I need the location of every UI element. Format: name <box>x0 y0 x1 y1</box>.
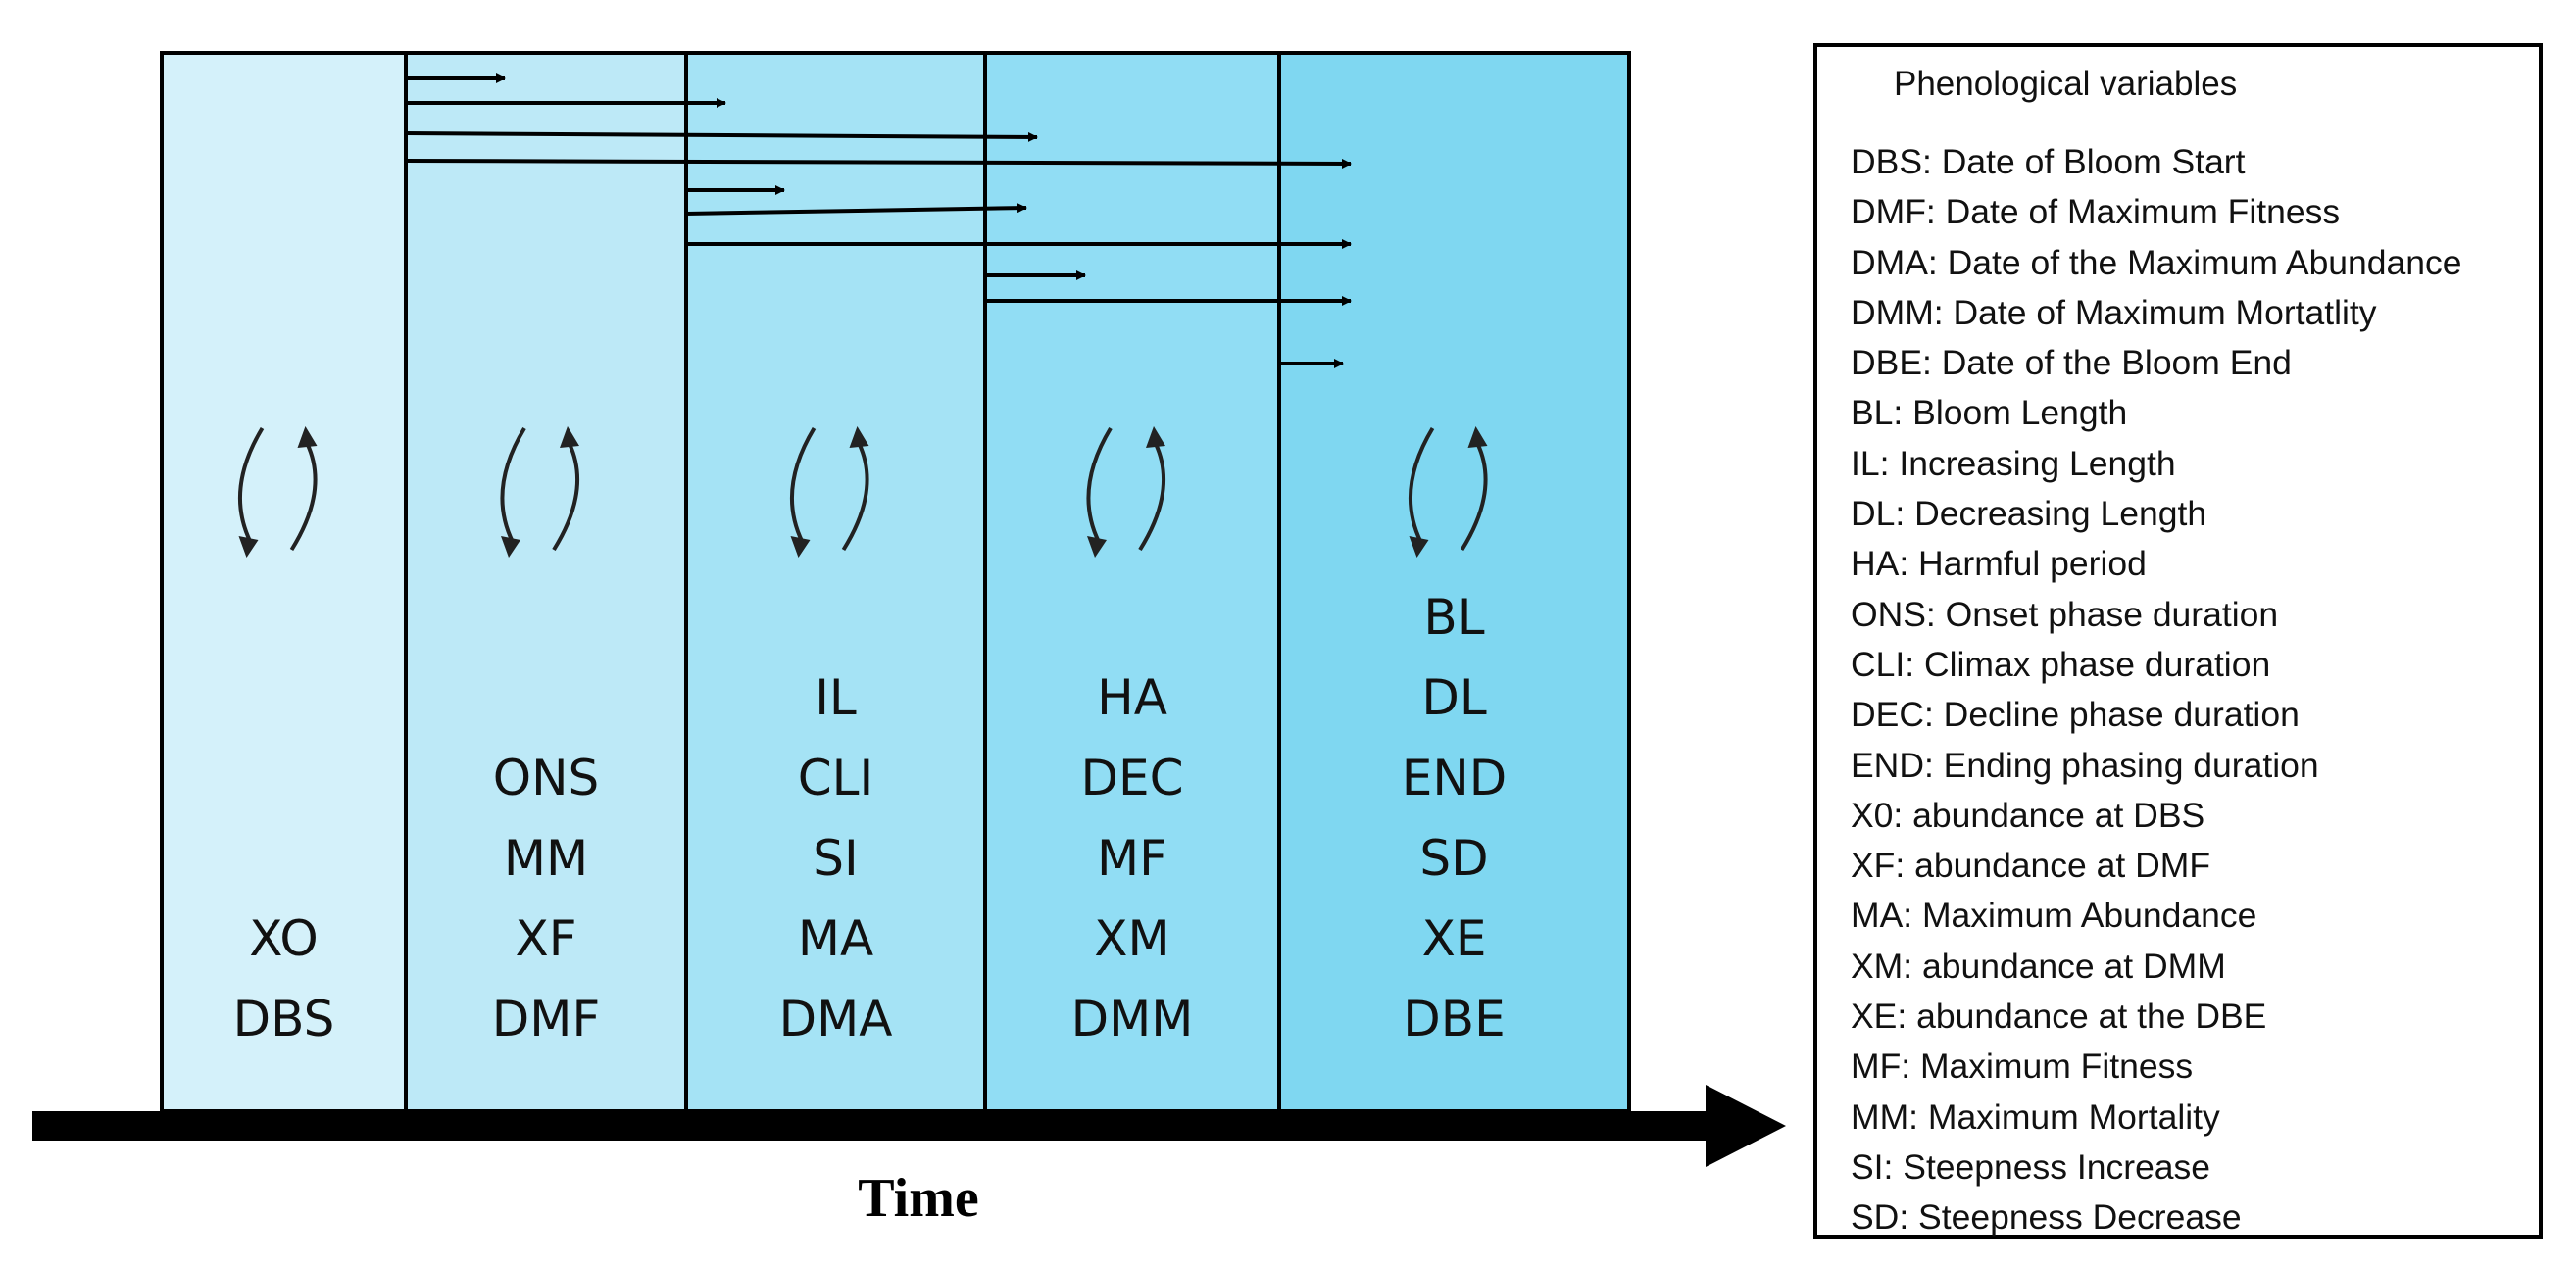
phase-label: ONS <box>493 750 600 806</box>
legend-item: XM: abundance at DMM <box>1851 946 2226 986</box>
phase-label: SD <box>1419 830 1488 887</box>
cycle-arrows-icon <box>500 426 580 558</box>
legend-item: DBE: Date of the Bloom End <box>1851 343 2292 383</box>
phase-label: DL <box>1421 669 1487 726</box>
phase-column <box>160 51 408 1113</box>
transfer-arrows <box>405 73 1352 368</box>
legend-item: DMM: Date of Maximum Mortatlity <box>1851 292 2377 332</box>
legend-item: SI: Steepness Increase <box>1851 1146 2211 1187</box>
legend-item: ONS: Onset phase duration <box>1851 594 2279 634</box>
legend-list: DBS: Date of Bloom Start DMF: Date of Ma… <box>1851 137 2462 1243</box>
phase-label: BL <box>1423 589 1484 646</box>
phase-label: IL <box>815 669 857 726</box>
phase-column <box>684 51 987 1113</box>
legend-item: SD: Steepness Decrease <box>1851 1197 2242 1238</box>
phase-label: HA <box>1097 669 1167 726</box>
phase-label: MM <box>504 830 588 887</box>
cycle-arrows-icon <box>1408 426 1488 558</box>
legend-item: END: Ending phasing duration <box>1851 745 2319 785</box>
phase-label: DMF <box>492 991 600 1048</box>
phase-label: MF <box>1097 830 1167 887</box>
cycle-arrows-icon <box>789 426 869 558</box>
phase-label: SI <box>813 830 858 887</box>
phase-label: DEC <box>1080 750 1183 806</box>
phase-column <box>1277 51 1631 1113</box>
phase-labels: XO DBS ONS MM XF DMF IL CLI SI MA DMA HA DEC MF XM DMM B… <box>233 589 1508 1048</box>
phase-label: CLI <box>798 750 874 806</box>
time-label: Time <box>858 1168 978 1229</box>
legend-title: Phenological variables <box>1894 65 2238 103</box>
phase-label: XM <box>1094 910 1169 967</box>
transfer-arrow <box>405 158 1352 169</box>
phase-label: XF <box>515 910 576 967</box>
legend-item: X0: abundance at DBS <box>1851 795 2205 835</box>
phases <box>160 51 1631 1113</box>
legend-item: DMA: Date of the Maximum Abundance <box>1851 242 2462 282</box>
legend-item: BL: Bloom Length <box>1851 393 2128 433</box>
transfer-arrow <box>405 131 1038 142</box>
time-axis: Time <box>32 1085 1786 1229</box>
phase-label: XO <box>249 910 318 967</box>
time-axis-bar <box>32 1111 1720 1141</box>
legend-item: XF: abundance at DMF <box>1851 846 2211 886</box>
cycle-arrows-icon <box>1086 426 1166 558</box>
phase-label: DBE <box>1403 991 1505 1048</box>
phase-column <box>983 51 1281 1113</box>
legend-item: DBS: Date of Bloom Start <box>1851 142 2246 181</box>
legend-item: DEC: Decline phase duration <box>1851 695 2300 735</box>
legend-item: IL: Increasing Length <box>1851 443 2176 483</box>
phase-label: DMA <box>779 991 893 1048</box>
transfer-arrow <box>685 203 1027 216</box>
legend-item: DL: Decreasing Length <box>1851 494 2207 534</box>
cycle-arrows-icon <box>237 426 318 558</box>
legend-item: MM: Maximum Mortality <box>1851 1096 2220 1137</box>
legend-item: CLI: Climax phase duration <box>1851 644 2271 684</box>
phase-label: XE <box>1422 910 1487 967</box>
legend-item: DMF: Date of Maximum Fitness <box>1851 192 2341 232</box>
legend-box: Phenological variables DBS: Date of Bloo… <box>1813 43 2543 1239</box>
phase-label: END <box>1402 750 1508 806</box>
cycle-icons <box>237 426 1488 558</box>
legend-item: XE: abundance at the DBE <box>1851 997 2267 1037</box>
legend-item: MF: Maximum Fitness <box>1851 1047 2194 1087</box>
legend-item: HA: Harmful period <box>1851 544 2147 584</box>
phase-label: DMM <box>1071 991 1194 1048</box>
phase-column <box>404 51 688 1113</box>
legend-item: MA: Maximum Abundance <box>1851 896 2257 936</box>
phase-label: DBS <box>233 991 335 1048</box>
phase-label: MA <box>798 910 873 967</box>
arrow-right-icon <box>1706 1085 1786 1167</box>
